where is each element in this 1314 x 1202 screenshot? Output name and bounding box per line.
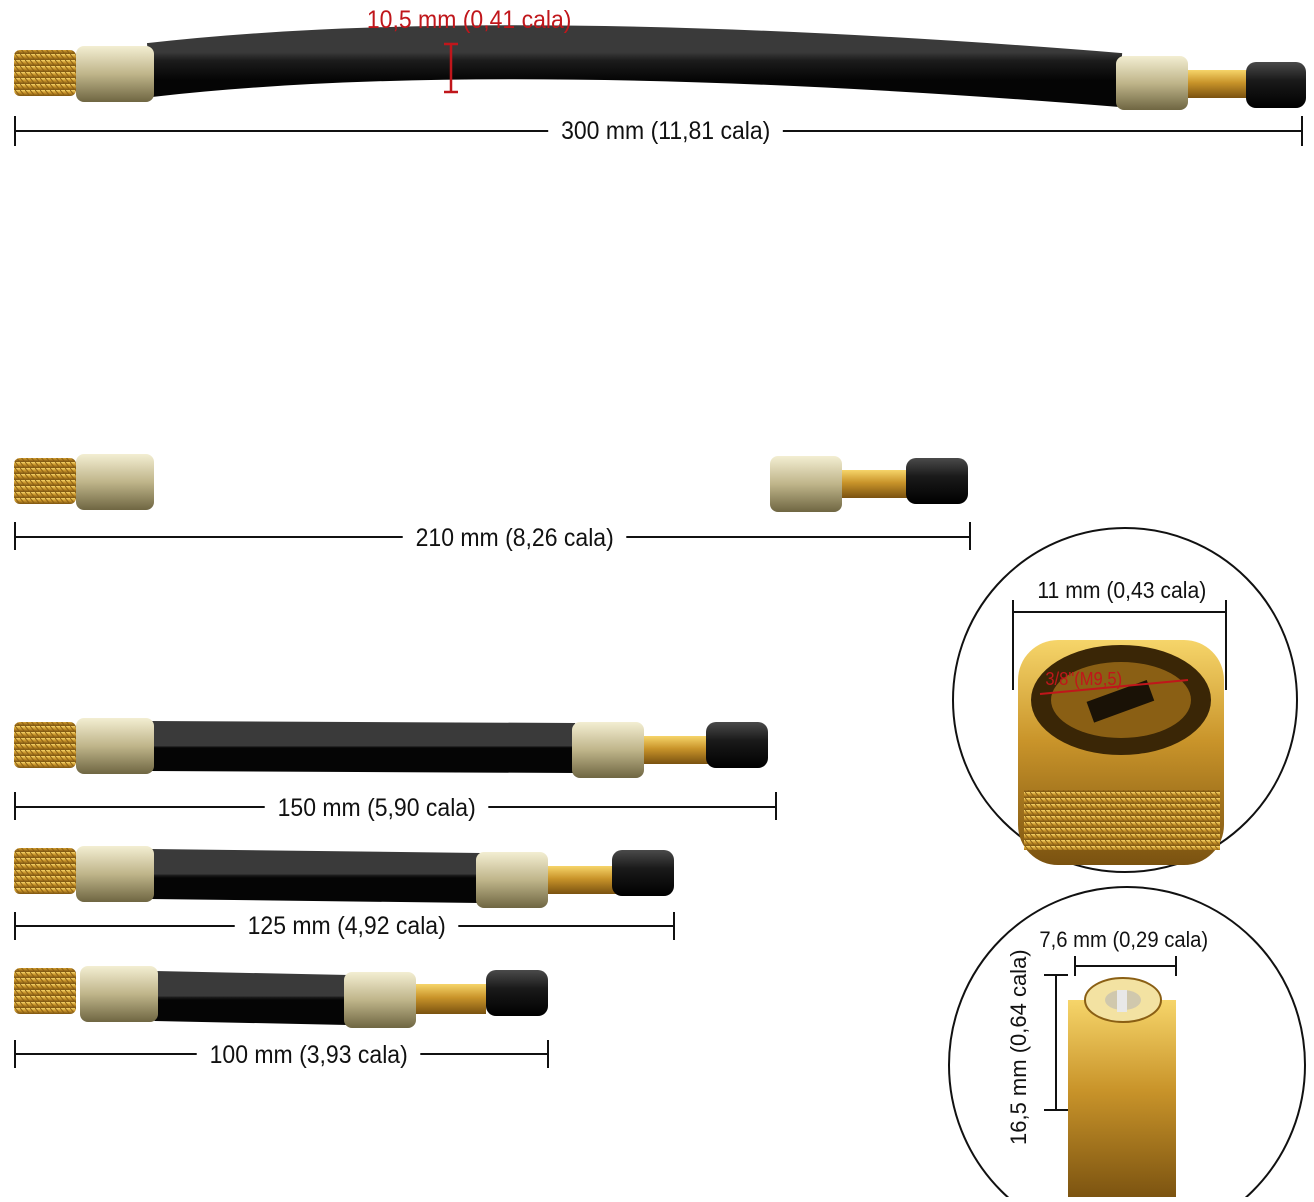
brass-nut-icon [14, 50, 76, 96]
valve-width-label: 7,6 mm (0,29 cala) [1039, 927, 1209, 952]
hose-125mm-length-label: 125 mm (4,92 cala) [234, 911, 459, 941]
hose-100mm-length-label: 100 mm (3,93 cala) [196, 1040, 421, 1070]
hose-300mm-length-label: 300 mm (11,81 cala) [548, 116, 784, 146]
hose-diameter-label: 10,5 mm (0,41 cala) [366, 6, 572, 34]
hose-125mm [14, 846, 674, 908]
hose-210mm-length-label: 210 mm (8,26 cala) [402, 523, 627, 553]
hose-150mm [14, 718, 768, 778]
valve-height-label: 16,5 mm (0,64 cala) [1006, 949, 1031, 1145]
detail-nut-circle [952, 527, 1298, 873]
hose-300mm [14, 25, 1306, 110]
ferrule-icon [76, 46, 154, 102]
hose-210mm [14, 454, 968, 512]
nut-width-label: 11 mm (0,43 cala) [1037, 577, 1207, 603]
hose-100mm [14, 966, 548, 1028]
detail-valve-circle [948, 886, 1306, 1202]
valve-cap-icon [1246, 62, 1306, 108]
hose-150mm-length-label: 150 mm (5,90 cala) [264, 793, 489, 823]
thread-size-label: 3/8"(M9,5) [1045, 669, 1123, 689]
